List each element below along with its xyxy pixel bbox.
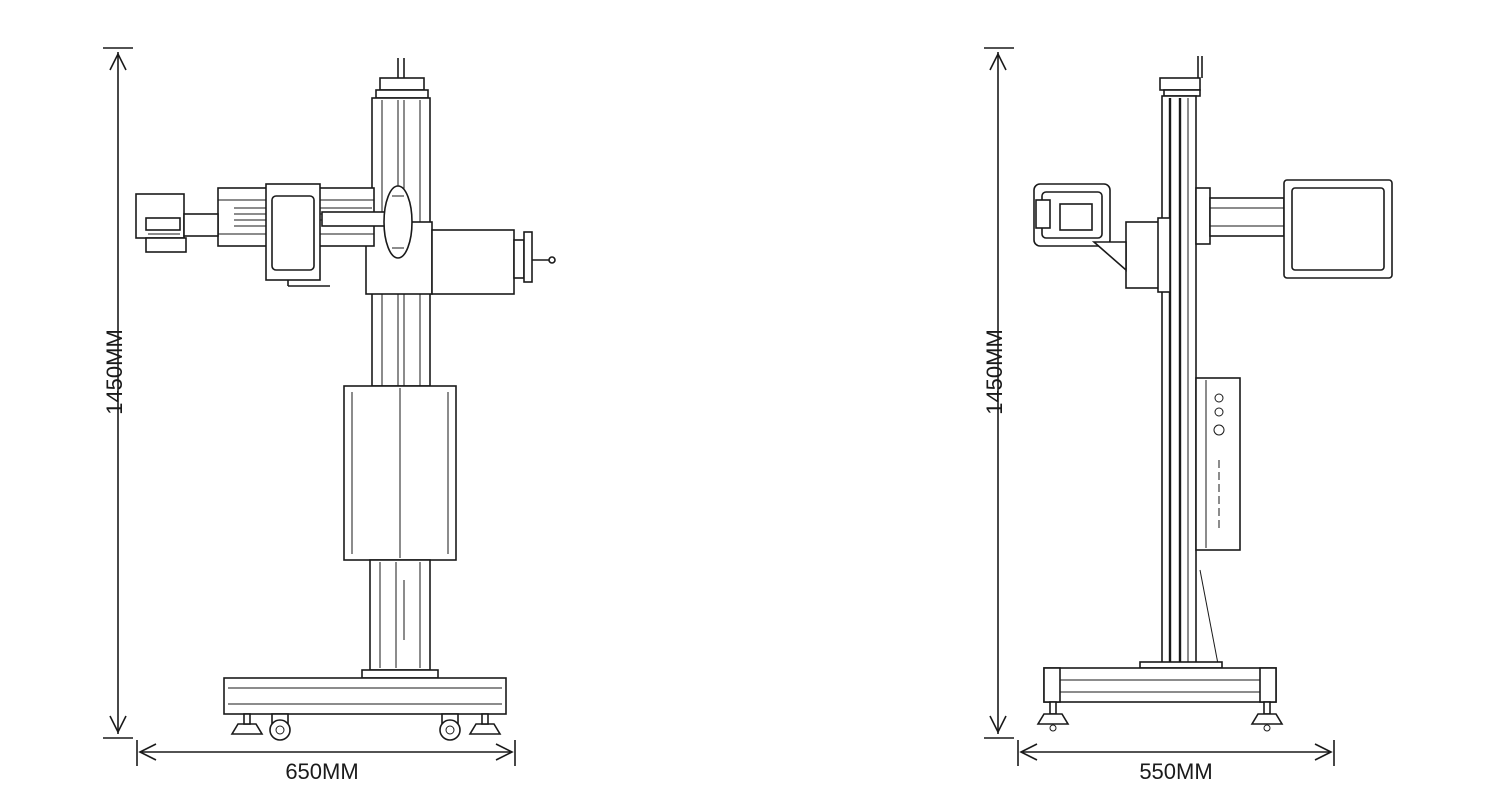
right-width-dimension: 550MM [1017, 740, 1335, 784]
arrow-left [1019, 743, 1038, 761]
right-width-label: 550MM [1139, 759, 1212, 784]
left-height-label: 1450MM [102, 329, 127, 415]
right-view: 1450MM 550MM [982, 47, 1393, 784]
right-height-label: 1450MM [982, 329, 1007, 415]
arrow-up [109, 52, 127, 71]
right-height-dimension: 1450MM [982, 47, 1014, 739]
left-width-label: 650MM [285, 759, 358, 784]
arrow-right [495, 743, 514, 761]
left-view: 1450MM 650MM [102, 47, 556, 784]
left-width-dimension: 650MM [136, 740, 516, 784]
arrow-down [989, 715, 1007, 734]
left-height-dimension: 1450MM [102, 47, 133, 739]
arrow-left [138, 743, 157, 761]
arrow-up [989, 52, 1007, 71]
marking-machine-side-drawing [1033, 56, 1393, 732]
marking-machine-front-drawing [135, 58, 556, 741]
arrow-right [1314, 743, 1333, 761]
arrow-down [109, 715, 127, 734]
